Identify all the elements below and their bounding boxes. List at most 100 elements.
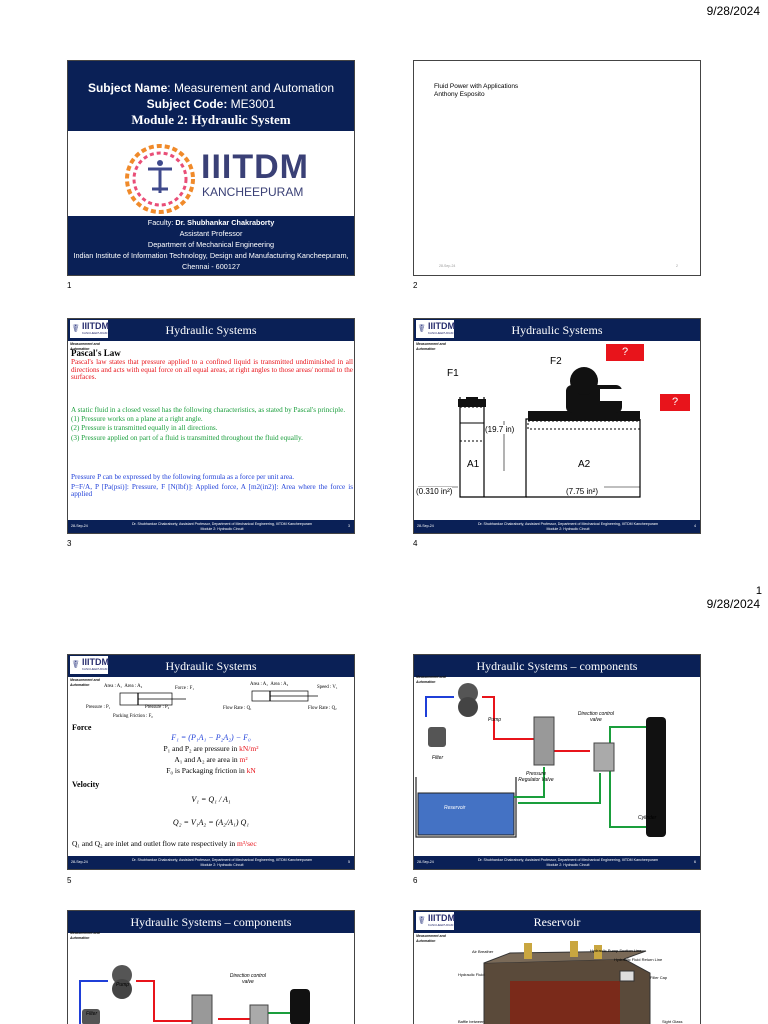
slide-title: Hydraulic Systems – components [476, 659, 638, 673]
label-pressure-2: Pressure : P₂ [145, 705, 170, 710]
pressure-note: P₁ and P₂ are pressure in kN/m² [163, 744, 259, 753]
slide-number: 6 [413, 876, 418, 885]
label-force: Force : F₁ [175, 686, 194, 691]
slide-header-bar [68, 655, 354, 677]
label-area-a2: (7.75 in²) [566, 487, 599, 496]
slide-title: Hydraulic Systems [511, 323, 603, 337]
friction-note: F₀ is Packaging friction in kN [166, 766, 256, 775]
footer-date: 28-Sep-24 [439, 264, 456, 268]
emblem-icon: ☤ [72, 323, 80, 335]
hydraulic-circuit-diagram [79, 965, 310, 1024]
label-pump: Pump [488, 717, 502, 723]
subject-line: Subject Name: Measurement and Automation [87, 81, 335, 95]
unknown-box-stroke: ? [660, 394, 690, 411]
velocity-heading: Velocity [72, 780, 100, 789]
slide-6: Hydraulic Systems – components Measureme… [413, 654, 701, 870]
label-direction-valve: Direction control valve [229, 973, 267, 985]
slide-header-bar [68, 911, 354, 933]
pascal-characteristics: A static fluid in a closed vessel has th… [71, 406, 346, 442]
reservoir-diagram [483, 941, 651, 1024]
label-area-a1: (0.310 in²) [416, 487, 453, 496]
label-reservoir: Reservoir [444, 805, 466, 811]
label-pressure-valve: Pressure Regulator Valve [518, 771, 554, 783]
title-banner [68, 61, 354, 131]
label-return-line: Hydraulic Fluid Return Line [614, 957, 663, 962]
pascal-press-diagram [418, 367, 694, 498]
label-packing-friction: Packing Friction : F₀ [113, 714, 153, 719]
label-cylinder: Cylinder [638, 815, 657, 821]
institute-emblem-icon [125, 144, 195, 214]
label-area-1: Area : A₁ Area : A₂ [104, 684, 143, 689]
hydraulic-circuit-diagram [415, 683, 666, 838]
emblem-icon: ☤ [418, 323, 426, 335]
slide-number: 2 [413, 281, 418, 290]
label-f1: F1 [447, 368, 459, 379]
velocity-equation: V₁ = Q₁ / A₁ [191, 795, 231, 804]
slide-2: Fluid Power with Applications Anthony Es… [413, 60, 701, 276]
slide-header-bar [414, 319, 700, 341]
slide-number: 5 [67, 876, 72, 885]
footer-number: 2 [676, 264, 678, 268]
code-line: Subject Code: ME3001 [146, 97, 276, 111]
label-flow-in: Flow Rate : Q₁ [223, 706, 252, 711]
label-direction-valve: Direction control valve [577, 711, 615, 723]
reference-text: Fluid Power with Applications Anthony Es… [434, 83, 519, 98]
label-f2: F2 [550, 356, 562, 367]
slide-7: Hydraulic Systems – components Measureme… [67, 910, 355, 1024]
slide-title: Hydraulic Systems – components [130, 915, 292, 929]
label-pump: Pump [116, 982, 130, 988]
print-date-mid: 9/28/2024 [706, 597, 760, 611]
force-equation: F₁ = (P₁A₁ − P₂A₂) − F₀ [171, 733, 251, 742]
label-suction-line: Hydraulic Pump Suction Line [590, 948, 642, 953]
label-filler-cap: Filler Cap [650, 975, 668, 980]
slide-title: Hydraulic Systems [165, 659, 257, 673]
force-heading: Force [72, 723, 92, 732]
label-air-breather: Air Breather [472, 949, 494, 954]
label-pressure-1: Pressure : P₁ [86, 705, 111, 710]
flow-equation: Q₂ = V₁A₂ = (A₂/A₁) Q₁ [172, 818, 250, 827]
cylinder-schematic [119, 690, 318, 706]
slide-header-bar [414, 911, 700, 933]
label-stroke-length: (19.7 in) [485, 425, 515, 434]
label-baffle: Baffle between [458, 1019, 485, 1024]
label-sight-glass: Sight Glass [662, 1019, 683, 1024]
label-a2: A2 [578, 459, 591, 470]
label-a1: A1 [467, 459, 480, 470]
label-filter: Filter [86, 1011, 98, 1017]
unknown-box-f2: ? [606, 344, 644, 361]
label-filter: Filter [432, 755, 444, 761]
faculty-block: Faculty: Dr. Shubhankar Chakraborty Assi… [73, 218, 349, 271]
page-number: 1 [755, 585, 762, 597]
pressure-formula: Pressure P can be expressed by the follo… [71, 473, 353, 499]
section-heading: Pascal's Law [71, 348, 121, 358]
area-note: A₁ and A₂ are area in m² [174, 755, 248, 764]
flow-note: Q₁ and Q₂ are inlet and outlet flow rate… [72, 839, 257, 848]
emblem-icon: ☤ [418, 915, 426, 927]
print-date-top: 9/28/2024 [706, 4, 760, 18]
faculty-banner [68, 216, 354, 275]
logo-text: IIITDM [201, 148, 309, 186]
slide-title: Hydraulic Systems [165, 323, 257, 337]
emblem-icon: ☤ [72, 659, 80, 671]
label-speed: Speed : V₁ [317, 685, 338, 690]
slide-1: Subject Name: Measurement and Automation… [67, 60, 355, 276]
module-title: Module 2: Hydraulic System [131, 112, 291, 127]
slide-number: 1 [67, 281, 72, 290]
